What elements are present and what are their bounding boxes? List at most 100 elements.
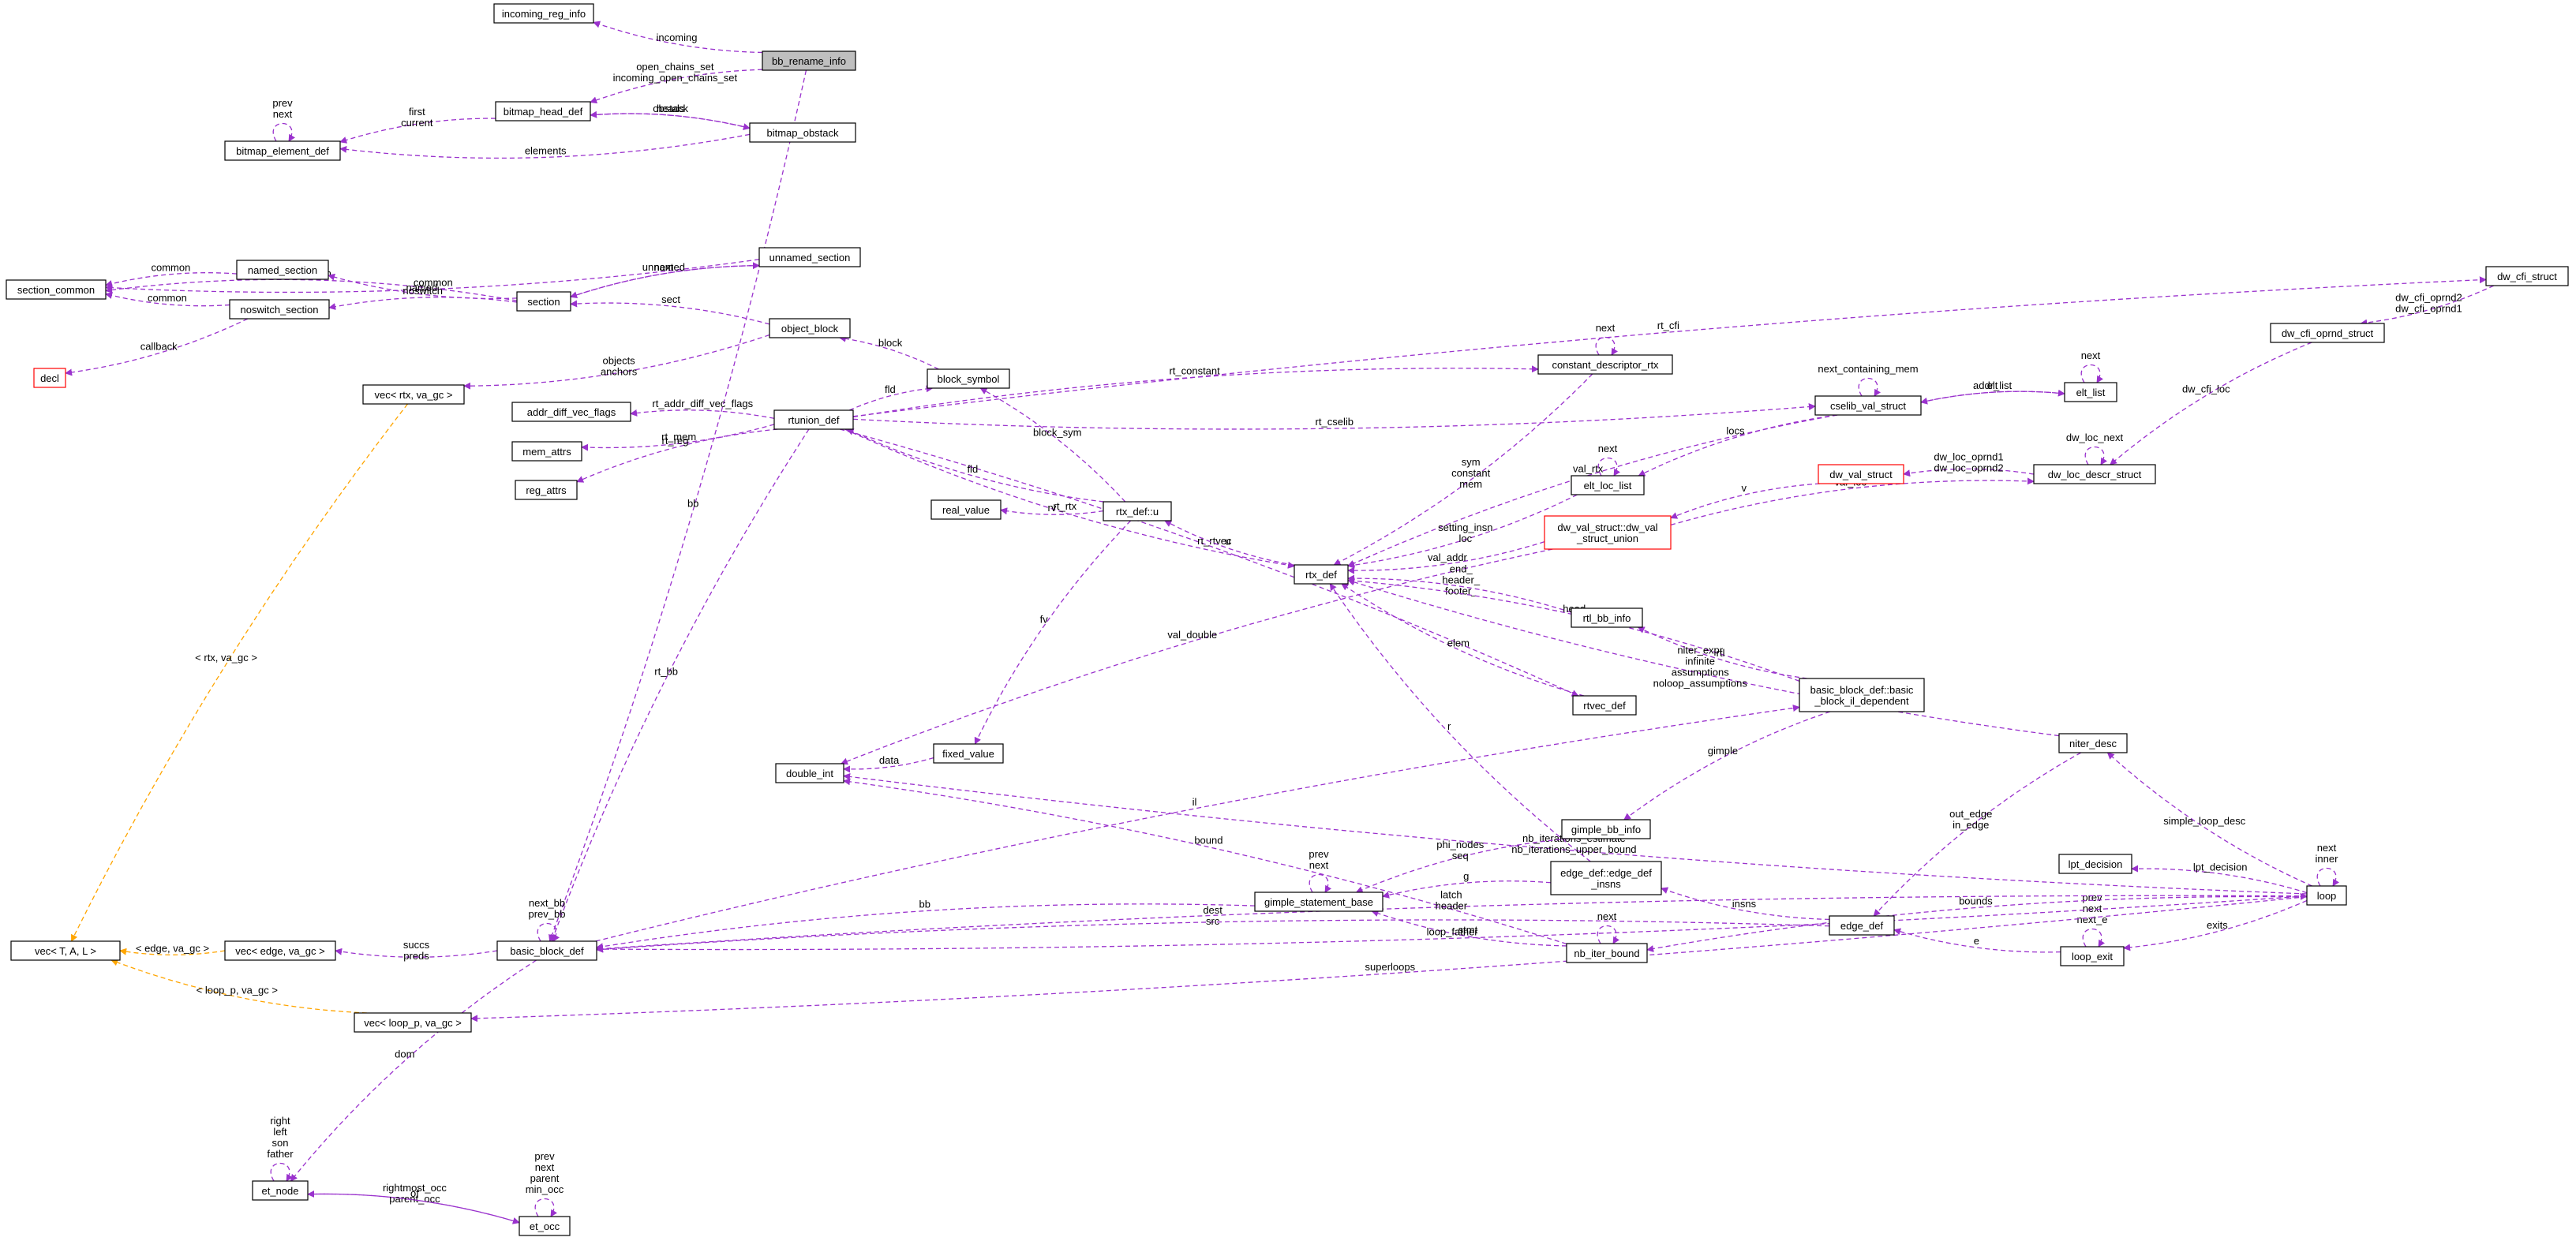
node-elt-loc-list[interactable]: elt_loc_list	[1571, 475, 1645, 495]
node-box[interactable]	[1571, 475, 1645, 495]
node-dw-val-struct[interactable]: dw_val_struct	[1818, 464, 1904, 484]
node-dw-loc-descr-struct[interactable]: dw_loc_descr_struct	[2033, 464, 2156, 484]
node-box[interactable]	[2060, 946, 2125, 966]
node-box[interactable]	[362, 384, 465, 405]
node-gimple-bb-info[interactable]: gimple_bb_info	[1561, 819, 1651, 839]
node-box[interactable]	[515, 480, 578, 500]
node-elt-list[interactable]: elt_list	[2064, 382, 2117, 402]
node-cselib-val-struct[interactable]: cselib_val_struct	[1814, 395, 1922, 416]
node-real-value[interactable]: real_value	[930, 499, 1002, 520]
node-section[interactable]: section	[516, 291, 571, 312]
node-box[interactable]	[1799, 678, 1925, 712]
node-section-common[interactable]: section_common	[6, 279, 107, 300]
node-vec-loop-p[interactable]: vec< loop_p, va_gc >	[354, 1012, 472, 1033]
node-gimple-statement-base[interactable]: gimple_statement_base	[1254, 892, 1383, 912]
node-lpt-decision[interactable]: lpt_decision	[2058, 854, 2132, 874]
node-box[interactable]	[229, 299, 330, 320]
node-rtx-def-u[interactable]: rtx_def::u	[1103, 501, 1172, 521]
node-unnamed-section[interactable]: unnamed_section	[758, 247, 861, 267]
node-box[interactable]	[758, 247, 861, 267]
node-rtx-def[interactable]: rtx_def	[1294, 564, 1349, 585]
node-box[interactable]	[775, 763, 844, 783]
node-rtunion-def[interactable]: rtunion_def	[773, 409, 854, 430]
node-fixed-value[interactable]: fixed_value	[933, 743, 1004, 764]
node-box[interactable]	[1294, 564, 1349, 585]
node-box[interactable]	[354, 1012, 472, 1033]
node-box[interactable]	[33, 368, 66, 388]
node-box[interactable]	[749, 122, 856, 143]
node-et-node[interactable]: et_node	[252, 1180, 309, 1201]
node-box[interactable]	[10, 940, 121, 961]
node-nb-iter-bound[interactable]: nb_iter_bound	[1566, 943, 1648, 963]
node-box[interactable]	[511, 402, 631, 422]
node-niter-desc[interactable]: niter_desc	[2058, 733, 2128, 753]
node-bitmap-obstack[interactable]: bitmap_obstack	[749, 122, 856, 143]
node-reg-attrs[interactable]: reg_attrs	[515, 480, 578, 500]
node-edge-def[interactable]: edge_def	[1829, 915, 1895, 936]
node-constant-descriptor-rtx[interactable]: constant_descriptor_rtx	[1537, 354, 1673, 375]
node-dw-cfi-struct[interactable]: dw_cfi_struct	[2485, 266, 2569, 286]
node-box[interactable]	[236, 260, 329, 280]
node-box[interactable]	[2270, 323, 2385, 343]
node-incoming-reg-info[interactable]: incoming_reg_info	[493, 3, 594, 24]
node-mem-attrs[interactable]: mem_attrs	[511, 441, 582, 462]
node-box[interactable]	[1818, 464, 1904, 484]
node-vec-edge[interactable]: vec< edge, va_gc >	[224, 940, 336, 961]
node-box[interactable]	[1829, 915, 1895, 936]
node-box[interactable]	[1537, 354, 1673, 375]
node-box[interactable]	[930, 499, 1002, 520]
node-edge-def-insns[interactable]: edge_def::edge_def_insns	[1550, 861, 1662, 895]
node-box[interactable]	[1814, 395, 1922, 416]
node-box[interactable]	[773, 409, 854, 430]
node-vec-t[interactable]: vec< T, A, L >	[10, 940, 121, 961]
node-box[interactable]	[1571, 607, 1643, 628]
node-box[interactable]	[1561, 819, 1651, 839]
node-box[interactable]	[927, 368, 1010, 389]
node-dw-cfi-oprnd-struct[interactable]: dw_cfi_oprnd_struct	[2270, 323, 2385, 343]
node-bitmap-element-def[interactable]: bitmap_element_def	[224, 140, 341, 161]
node-bitmap-head-def[interactable]: bitmap_head_def	[495, 101, 591, 121]
node-box[interactable]	[519, 1216, 571, 1236]
node-et-occ[interactable]: et_occ	[519, 1216, 571, 1236]
node-loop[interactable]: loop	[2306, 885, 2347, 906]
node-noswitch-section[interactable]: noswitch_section	[229, 299, 330, 320]
node-double-int[interactable]: double_int	[775, 763, 844, 783]
node-box[interactable]	[2306, 885, 2347, 906]
node-loop-exit[interactable]: loop_exit	[2060, 946, 2125, 966]
node-box[interactable]	[769, 318, 851, 338]
node-basic-block-def[interactable]: basic_block_def	[496, 940, 597, 961]
node-box[interactable]	[2058, 854, 2132, 874]
node-box[interactable]	[1103, 501, 1172, 521]
node-box[interactable]	[762, 50, 856, 71]
node-box[interactable]	[2058, 733, 2128, 753]
node-box[interactable]	[224, 140, 341, 161]
node-box[interactable]	[2033, 464, 2156, 484]
node-box[interactable]	[252, 1180, 309, 1201]
node-bb-rename-info[interactable]: bb_rename_info	[762, 50, 856, 71]
node-addr-diff-vec-flags[interactable]: addr_diff_vec_flags	[511, 402, 631, 422]
node-box[interactable]	[511, 441, 582, 462]
node-named-section[interactable]: named_section	[236, 260, 329, 280]
node-box[interactable]	[2064, 382, 2117, 402]
node-decl[interactable]: decl	[33, 368, 66, 388]
node-vec-rtx[interactable]: vec< rtx, va_gc >	[362, 384, 465, 405]
node-dw-val-struct-union[interactable]: dw_val_struct::dw_val_struct_union	[1544, 515, 1672, 550]
node-rtl-bb-info[interactable]: rtl_bb_info	[1571, 607, 1643, 628]
node-bb-il-dependent[interactable]: basic_block_def::basic_block_il_dependen…	[1799, 678, 1925, 712]
node-object-block[interactable]: object_block	[769, 318, 851, 338]
node-box[interactable]	[933, 743, 1004, 764]
node-box[interactable]	[224, 940, 336, 961]
node-box[interactable]	[1544, 515, 1672, 550]
node-box[interactable]	[516, 291, 571, 312]
node-box[interactable]	[1566, 943, 1648, 963]
node-box[interactable]	[1550, 861, 1662, 895]
node-block-symbol[interactable]: block_symbol	[927, 368, 1010, 389]
node-box[interactable]	[1572, 695, 1637, 716]
node-box[interactable]	[6, 279, 107, 300]
node-box[interactable]	[496, 940, 597, 961]
node-rtvec-def[interactable]: rtvec_def	[1572, 695, 1637, 716]
node-box[interactable]	[495, 101, 591, 121]
node-box[interactable]	[493, 3, 594, 24]
node-box[interactable]	[2485, 266, 2569, 286]
node-box[interactable]	[1254, 892, 1383, 912]
